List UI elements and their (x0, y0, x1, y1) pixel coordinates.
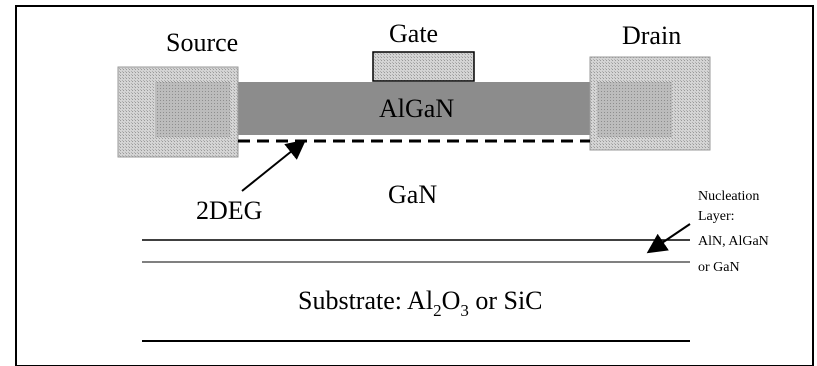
drain-contact (589, 56, 711, 151)
nucleation-arrow (646, 223, 691, 254)
nucleation-label: Nucleation Layer: AlN, AlGaN or GaN (698, 189, 769, 275)
gate-label: Gate (389, 19, 438, 48)
gate-contact (372, 51, 475, 82)
algan-barrier-layer (230, 82, 592, 135)
source-label: Source (166, 28, 238, 57)
two-deg-label: 2DEG (196, 196, 262, 225)
source-contact (117, 66, 239, 158)
algan-label: AlGaN (379, 94, 454, 123)
gan-label: GaN (388, 180, 437, 209)
svg-text:Layer:: Layer: (698, 209, 735, 224)
svg-text:AlN, AlGaN: AlN, AlGaN (698, 234, 769, 249)
svg-text:or GaN: or GaN (698, 260, 740, 275)
svg-text:Nucleation: Nucleation (698, 189, 759, 204)
drain-label: Drain (622, 21, 681, 50)
two-deg-arrow (241, 139, 307, 192)
substrate-label: Substrate: Al2O3 or SiC (298, 286, 543, 320)
